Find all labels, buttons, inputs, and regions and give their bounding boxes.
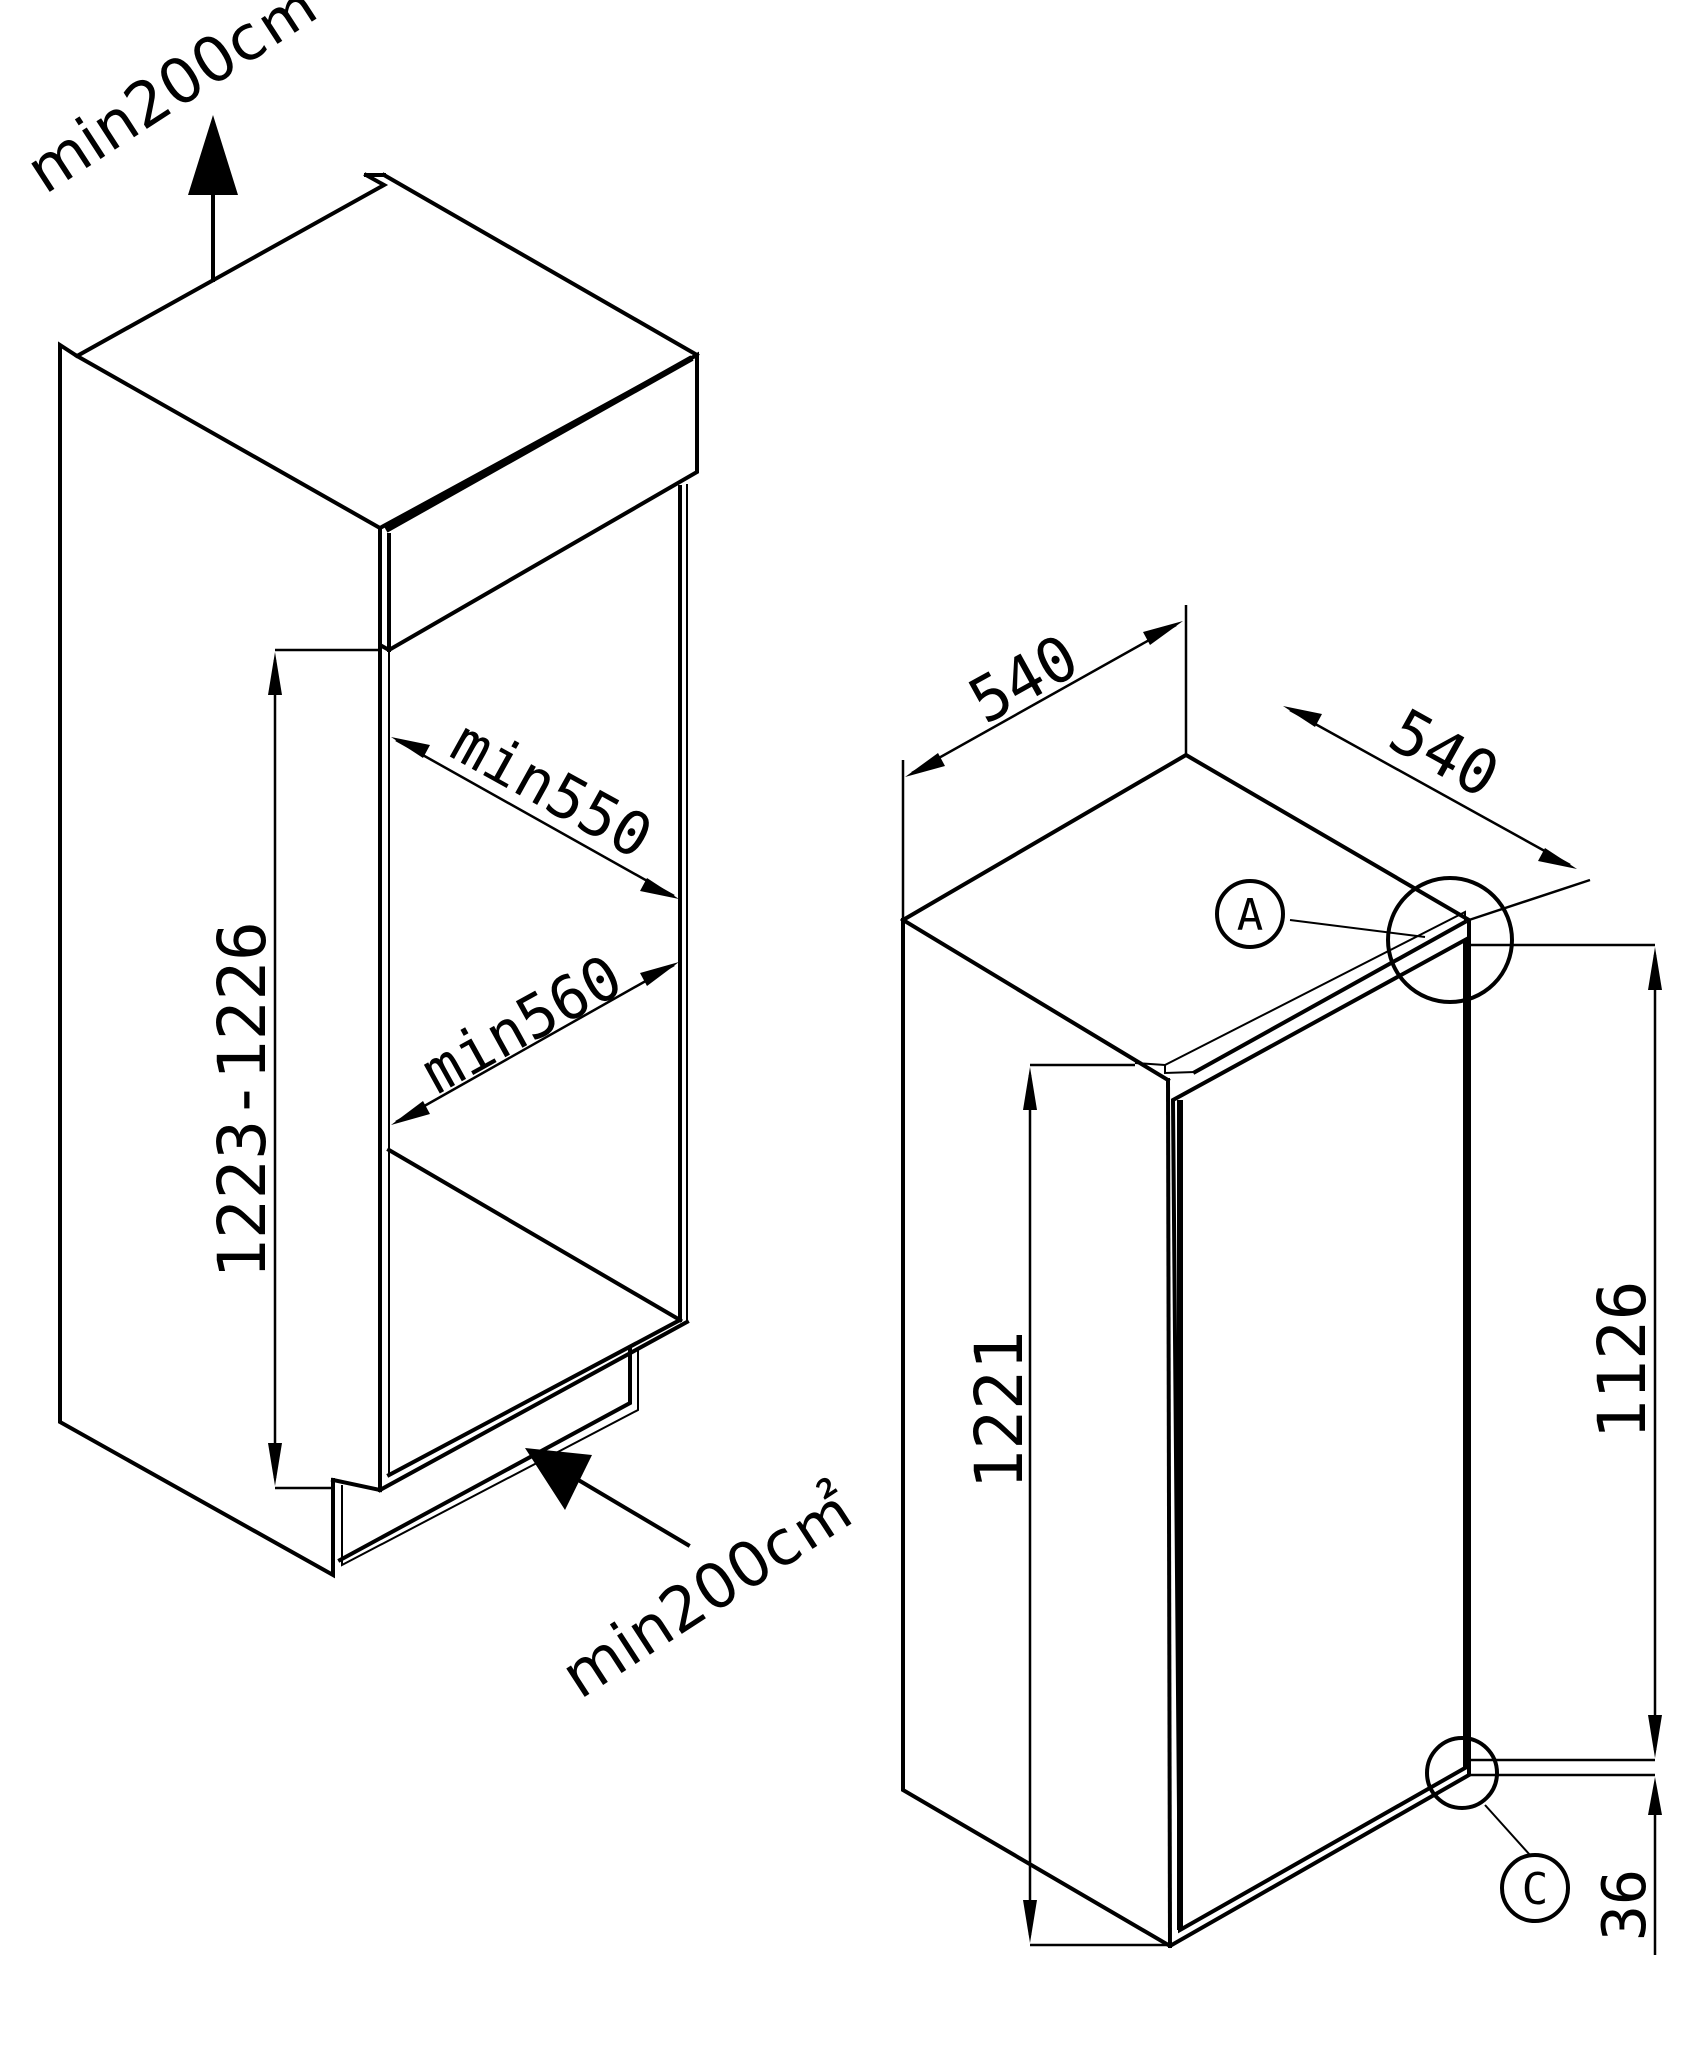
cabinet-width-dimension [395,963,675,1124]
appliance-depth-dimension [1289,708,1571,867]
cabinet-depth-label: min550 [440,707,664,873]
cabinet-depth-dimension [395,738,675,898]
appliance-width-dimension [911,623,1177,775]
detail-c-marker [1500,1853,1570,1923]
vent-bottom-label: min200c㎡ [548,1471,866,1713]
cabinet-height-label: 1223-1226 [204,921,281,1279]
cabinet-drawing: min200c㎡ min200c㎡ 1223-1226 min550 min56… [13,0,866,1713]
detail-c-label: C [1522,1864,1549,1915]
vent-bottom-arrowhead [525,1448,592,1510]
cabinet-top-trim [378,351,699,653]
vent-top-label: min200c㎡ [13,0,331,208]
base-gap-label: 36 [1590,1869,1660,1941]
detail-a-marker [1215,879,1285,949]
appliance-door [1170,936,1467,1934]
appliance-width-label: 540 [957,620,1090,738]
appliance-drawing: A C 540 540 1221 1126 [900,605,1662,1955]
detail-c-circle [1425,1736,1499,1810]
appliance-depth-label: 540 [1378,694,1511,812]
cabinet-width-label: min560 [410,942,634,1108]
detail-a-circle [1386,876,1514,1004]
vent-top-arrowhead [188,115,238,195]
door-height-label: 1126 [1584,1281,1661,1440]
vent-bottom-arrow-shaft [567,1472,691,1548]
cabinet-side-panel [58,172,389,1579]
appliance-height-label: 1221 [961,1331,1038,1490]
detail-a-label: A [1237,890,1264,941]
